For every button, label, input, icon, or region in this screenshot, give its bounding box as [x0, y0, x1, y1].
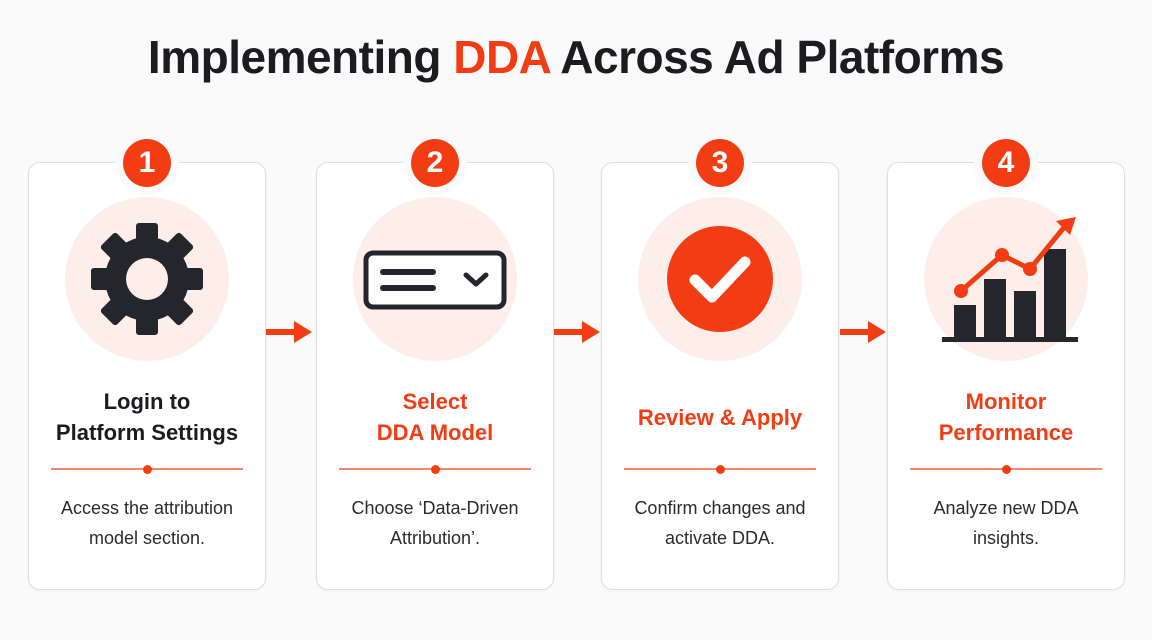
step-description: Confirm changes and activate DDA.: [618, 493, 822, 553]
page-title: Implementing DDA Across Ad Platforms: [0, 30, 1152, 84]
step-card-2: 2 Select DDA Model Choose ‘Data-Driven A…: [316, 131, 554, 590]
step-title-line: Review & Apply: [637, 404, 803, 430]
step-title: Monitor Performance: [888, 385, 1124, 449]
gear-icon: [91, 223, 203, 335]
icon-circle: [353, 197, 517, 361]
divider: [339, 464, 531, 474]
step-description-line: Analyze new DDA: [933, 498, 1079, 518]
arrow-right-icon: [554, 321, 600, 343]
divider: [910, 464, 1102, 474]
step-description-line: Confirm changes and: [634, 498, 806, 518]
step-number-badge: 1: [123, 139, 171, 187]
step-description: Analyze new DDA insights.: [904, 493, 1108, 553]
arrow-right-icon: [840, 321, 886, 343]
step-card-4: 4 Monitor Performance Analyze new DDA in…: [887, 131, 1125, 590]
step-description-line: activate DDA.: [664, 528, 776, 548]
divider: [624, 464, 816, 474]
icon-circle: [65, 197, 229, 361]
dropdown-select-icon: [363, 250, 507, 310]
arrow-right-icon: [266, 321, 312, 343]
icon-circle: [924, 197, 1088, 361]
title-prefix: Implementing: [147, 31, 454, 83]
step-description-line: model section.: [88, 528, 206, 548]
growth-chart-icon: [942, 217, 1078, 342]
step-title: Review & Apply: [602, 385, 838, 449]
step-description-line: insights.: [972, 528, 1040, 548]
title-accent: DDA: [453, 31, 550, 83]
icon-circle: [638, 197, 802, 361]
step-description-line: Attribution’.: [389, 528, 481, 548]
step-description: Access the attribution model section.: [45, 493, 249, 553]
step-title-line: Performance: [938, 420, 1074, 445]
step-title: Login to Platform Settings: [29, 385, 265, 449]
step-description-line: Choose ‘Data-Driven: [351, 498, 519, 518]
title-suffix: Across Ad Platforms: [549, 31, 1005, 83]
step-title-line: Platform Settings: [55, 420, 239, 445]
step-number-badge: 4: [982, 139, 1030, 187]
step-title-line: DDA Model: [376, 420, 494, 445]
step-description: Choose ‘Data-Driven Attribution’.: [333, 493, 537, 553]
step-description-line: Access the attribution: [60, 498, 234, 518]
step-number-badge: 3: [696, 139, 744, 187]
step-title: Select DDA Model: [317, 385, 553, 449]
step-title-line: Monitor: [965, 389, 1047, 414]
divider: [51, 464, 243, 474]
step-title-line: Select: [402, 389, 468, 414]
checkmark-icon: [667, 226, 773, 332]
step-number-badge: 2: [411, 139, 459, 187]
step-card-3: 3 Review & Apply Confirm changes and act…: [601, 131, 839, 590]
step-card-1: 1 Login to Platform Settings Access the …: [28, 131, 266, 590]
step-title-line: Login to: [103, 389, 191, 414]
